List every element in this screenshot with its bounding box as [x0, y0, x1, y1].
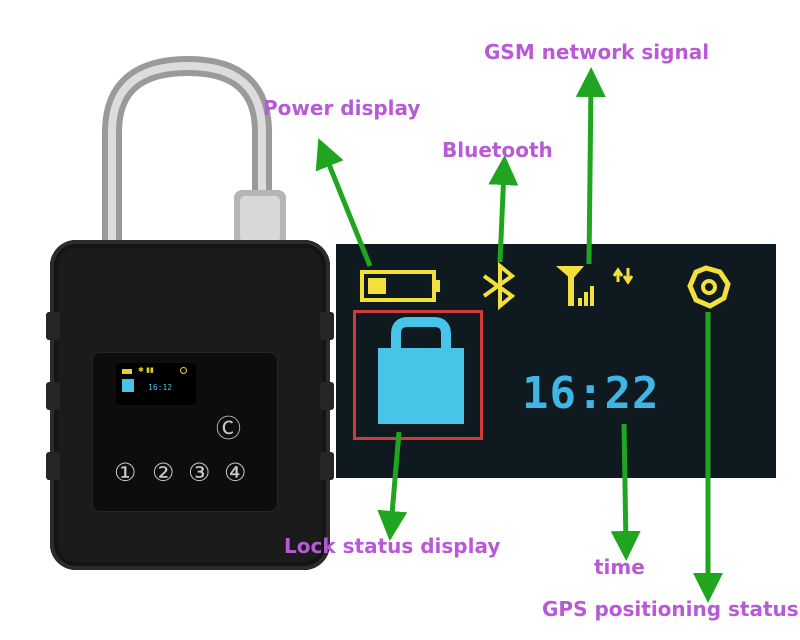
side-grip [46, 452, 60, 480]
battery-icon [360, 270, 440, 302]
power-display-label: Power display [263, 96, 421, 120]
key-3[interactable]: ③ [188, 458, 211, 487]
side-grip [46, 312, 60, 340]
side-grip [320, 382, 334, 410]
key-c[interactable]: Ⓒ [216, 414, 242, 443]
data-transfer-icon [612, 267, 634, 285]
side-grip [320, 452, 334, 480]
mini-oled-screen: ✱ ▮▮ 16:12 [116, 363, 196, 405]
battery-icon [122, 369, 132, 374]
side-grip [320, 312, 334, 340]
bluetooth-icon [482, 261, 516, 311]
key-2[interactable]: ② [152, 458, 175, 487]
gps-icon [687, 265, 731, 309]
enlarged-display: 16:22 [336, 244, 776, 478]
key-4[interactable]: ④ [224, 458, 247, 487]
bluetooth-label: Bluetooth [442, 138, 553, 162]
key-1[interactable]: ① [114, 458, 137, 487]
lock-status-label: Lock status display [284, 534, 501, 558]
gsm-signal-label: GSM network signal [484, 40, 710, 64]
lock-status-frame [353, 310, 483, 440]
mini-time-readout: 16:12 [148, 383, 173, 392]
padlock-icon [122, 379, 134, 392]
gsm-signal-icon [556, 266, 594, 306]
gps-status-label: GPS positioning status [542, 597, 799, 621]
time-label: time [594, 555, 645, 579]
bluetooth-icon: ✱ ▮▮ [138, 366, 154, 374]
gsm-arrow [575, 67, 606, 265]
gps-icon [180, 367, 187, 374]
side-grip [46, 382, 60, 410]
time-readout: 16:22 [522, 368, 660, 419]
